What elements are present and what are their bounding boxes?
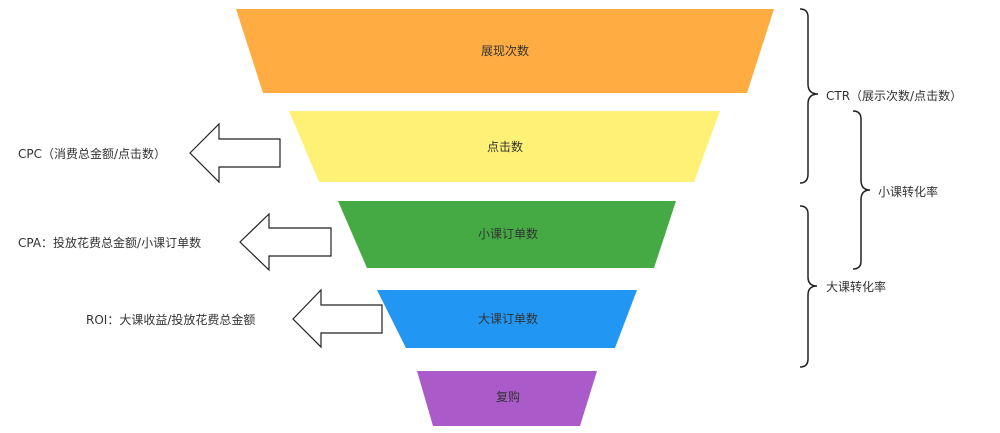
metric-big-conversion-label: 大课转化率 (826, 280, 887, 294)
brace-big-conversion-icon (799, 205, 818, 368)
arrow-left-cpc-icon (189, 122, 281, 184)
metric-cpc-label: CPC（消费总金额/点击数） (18, 147, 167, 161)
stage-label-clicks: 点击数 (487, 139, 523, 154)
funnel-stage-impressions: 展现次数 (236, 9, 774, 93)
metric-cpa-label: CPA：投放花费总金额/小课订单数 (18, 236, 202, 250)
brace-ctr-icon (799, 8, 819, 184)
funnel-shape-clicks (289, 111, 720, 182)
funnel-shape-small-orders (338, 201, 676, 268)
stage-label-impressions: 展现次数 (481, 43, 529, 58)
arrow-left-roi-icon (292, 288, 383, 349)
funnel-shape-repurchase (417, 371, 597, 426)
funnel-shape-impressions (236, 9, 774, 93)
funnel-stage-repurchase: 复购 (417, 371, 597, 426)
funnel-shape-big-orders (377, 290, 637, 348)
metric-roi-label: ROI：大课收益/投放花费总金额 (86, 313, 256, 327)
funnel-stage-big-orders: 大课订单数 (377, 290, 637, 348)
arrow-left-cpa-icon (239, 212, 332, 272)
stage-label-small-orders: 小课订单数 (478, 226, 538, 241)
metric-ctr-label: CTR（展示次数/点击数） (826, 89, 963, 103)
stage-label-repurchase: 复购 (496, 389, 520, 404)
brace-small-conversion-icon (852, 110, 871, 270)
metric-small-conversion-label: 小课转化率 (878, 185, 939, 199)
funnel-stage-small-orders: 小课订单数 (338, 201, 676, 268)
funnel-stage-clicks: 点击数 (289, 111, 720, 182)
stage-label-big-orders: 大课订单数 (478, 311, 538, 326)
